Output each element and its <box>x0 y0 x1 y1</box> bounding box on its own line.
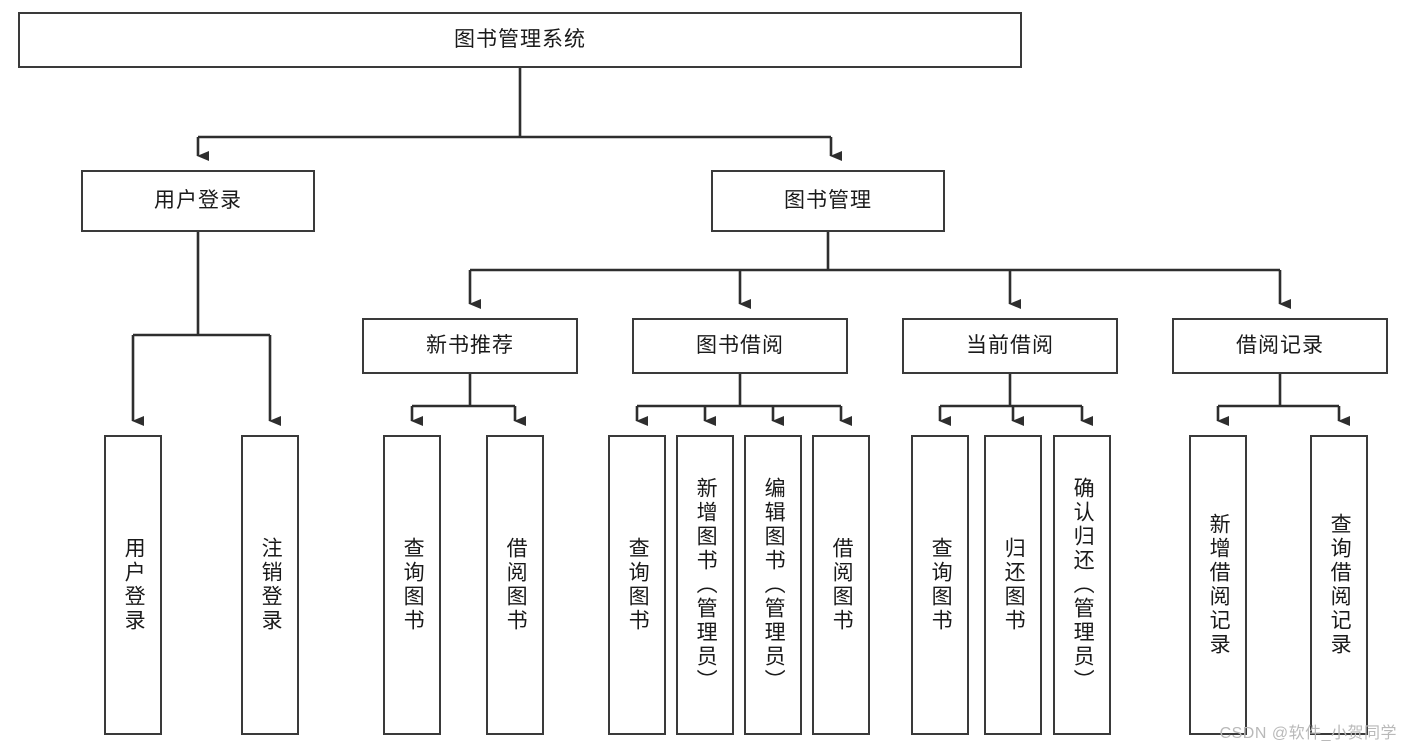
node-leaf-query-book-1-label: 查询图书 <box>401 537 425 633</box>
node-current-borrow[interactable]: 当前借阅 <box>902 318 1118 374</box>
node-leaf-borrow-book-1[interactable]: 借阅图书 <box>486 435 544 735</box>
node-book-borrow-label: 图书借阅 <box>696 334 784 358</box>
node-book-manage[interactable]: 图书管理 <box>711 170 945 232</box>
node-leaf-edit-book[interactable]: 编辑图书（管理员） <box>744 435 802 735</box>
node-leaf-logout[interactable]: 注销登录 <box>241 435 299 735</box>
node-borrow-record-label: 借阅记录 <box>1236 334 1324 358</box>
node-leaf-query-record-label: 查询借阅记录 <box>1328 513 1352 657</box>
node-leaf-borrow-book-1-label: 借阅图书 <box>504 537 528 633</box>
node-leaf-query-book-1[interactable]: 查询图书 <box>383 435 441 735</box>
node-leaf-confirm-return-label: 确认归还（管理员） <box>1071 477 1095 693</box>
node-current-borrow-label: 当前借阅 <box>966 334 1054 358</box>
node-leaf-return-book[interactable]: 归还图书 <box>984 435 1042 735</box>
node-leaf-user-login[interactable]: 用户登录 <box>104 435 162 735</box>
node-root-label: 图书管理系统 <box>454 28 586 52</box>
node-leaf-confirm-return[interactable]: 确认归还（管理员） <box>1053 435 1111 735</box>
node-new-book-rec-label: 新书推荐 <box>426 334 514 358</box>
node-leaf-return-book-label: 归还图书 <box>1002 537 1026 633</box>
node-book-manage-label: 图书管理 <box>784 189 872 213</box>
node-user-login[interactable]: 用户登录 <box>81 170 315 232</box>
node-leaf-borrow-book-2-label: 借阅图书 <box>830 537 854 633</box>
node-leaf-borrow-book-2[interactable]: 借阅图书 <box>812 435 870 735</box>
node-user-login-label: 用户登录 <box>154 189 242 213</box>
node-leaf-query-record[interactable]: 查询借阅记录 <box>1310 435 1368 735</box>
node-leaf-user-login-label: 用户登录 <box>122 537 146 633</box>
node-leaf-query-book-3-label: 查询图书 <box>929 537 953 633</box>
node-leaf-query-book-3[interactable]: 查询图书 <box>911 435 969 735</box>
node-book-borrow[interactable]: 图书借阅 <box>632 318 848 374</box>
node-leaf-edit-book-label: 编辑图书（管理员） <box>762 477 786 693</box>
node-leaf-add-book[interactable]: 新增图书（管理员） <box>676 435 734 735</box>
node-leaf-add-record-label: 新增借阅记录 <box>1207 513 1231 657</box>
node-borrow-record[interactable]: 借阅记录 <box>1172 318 1388 374</box>
node-leaf-logout-label: 注销登录 <box>259 537 283 633</box>
node-leaf-query-book-2-label: 查询图书 <box>626 537 650 633</box>
node-leaf-add-book-label: 新增图书（管理员） <box>694 477 718 693</box>
watermark: CSDN @软件_小贺同学 <box>1219 725 1397 742</box>
node-new-book-rec[interactable]: 新书推荐 <box>362 318 578 374</box>
node-leaf-add-record[interactable]: 新增借阅记录 <box>1189 435 1247 735</box>
node-root[interactable]: 图书管理系统 <box>18 12 1022 68</box>
node-leaf-query-book-2[interactable]: 查询图书 <box>608 435 666 735</box>
